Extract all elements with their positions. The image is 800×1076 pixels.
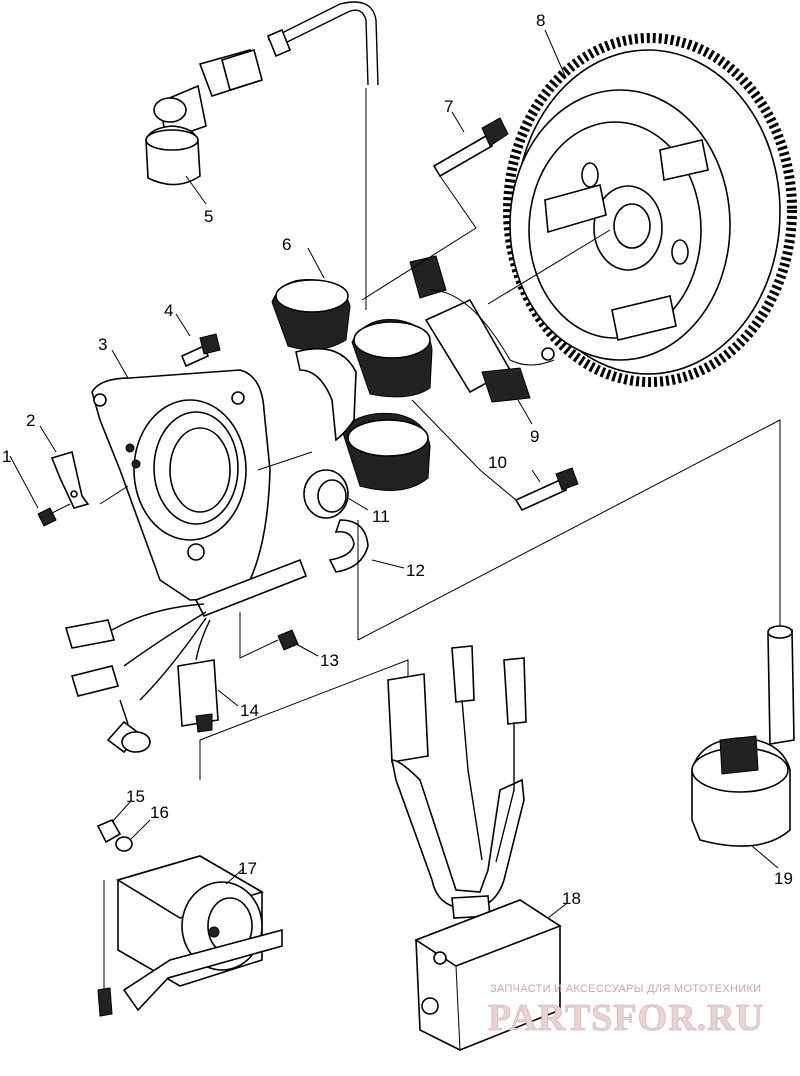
cdi-unit [387, 645, 567, 1051]
wire-harness [64, 558, 308, 754]
screw-4 [175, 313, 221, 368]
stator-assembly [271, 247, 433, 491]
clamp-2 [39, 425, 90, 509]
callout-6: 6 [282, 235, 291, 254]
watermark-tagline: ЗАПЧАСТИ И АКСЕССУАРЫ ДЛЯ МОТОТЕХНИКИ [490, 983, 761, 995]
callout-labels: 1 2 3 4 5 6 7 8 9 10 11 12 13 14 15 16 1… [2, 11, 793, 908]
callout-5: 5 [204, 207, 213, 226]
bolt-10 [514, 467, 579, 512]
callout-8: 8 [536, 11, 545, 30]
callout-4: 4 [164, 301, 173, 320]
callout-17: 17 [238, 859, 257, 878]
pulser-coil [409, 255, 555, 425]
callout-15: 15 [126, 787, 145, 806]
watermark: ЗАПЧАСТИ И АКСЕССУАРЫ ДЛЯ МОТОТЕХНИКИ PA… [488, 983, 764, 1039]
callout-10: 10 [488, 453, 507, 472]
watermark-logo: PARTSFOR.RU [488, 997, 764, 1039]
connector-14 [177, 659, 239, 733]
callout-7: 7 [444, 97, 453, 116]
screw-13 [277, 629, 319, 657]
assembly-guide-lines [99, 88, 781, 780]
callout-13: 13 [320, 651, 339, 670]
stator-plate [91, 349, 271, 601]
flywheel [503, 29, 797, 387]
callout-2: 2 [26, 411, 35, 430]
callout-12: 12 [406, 561, 425, 580]
callout-14: 14 [240, 701, 259, 720]
ignition-coil [691, 625, 795, 869]
nut-15 [96, 801, 131, 844]
callout-18: 18 [562, 889, 581, 908]
callout-3: 3 [98, 335, 107, 354]
spark-plug-cap [145, 1, 379, 205]
starter-solenoid [97, 855, 283, 1017]
callout-11: 11 [372, 507, 390, 526]
callout-1: 1 [2, 447, 11, 466]
washer-16 [115, 819, 151, 852]
screw-1 [9, 455, 71, 527]
callout-19: 19 [774, 869, 793, 888]
grommet-11 [303, 469, 369, 519]
tube-12 [328, 519, 405, 573]
bolt-7 [432, 111, 509, 178]
callout-9: 9 [530, 427, 539, 446]
callout-16: 16 [150, 803, 169, 822]
